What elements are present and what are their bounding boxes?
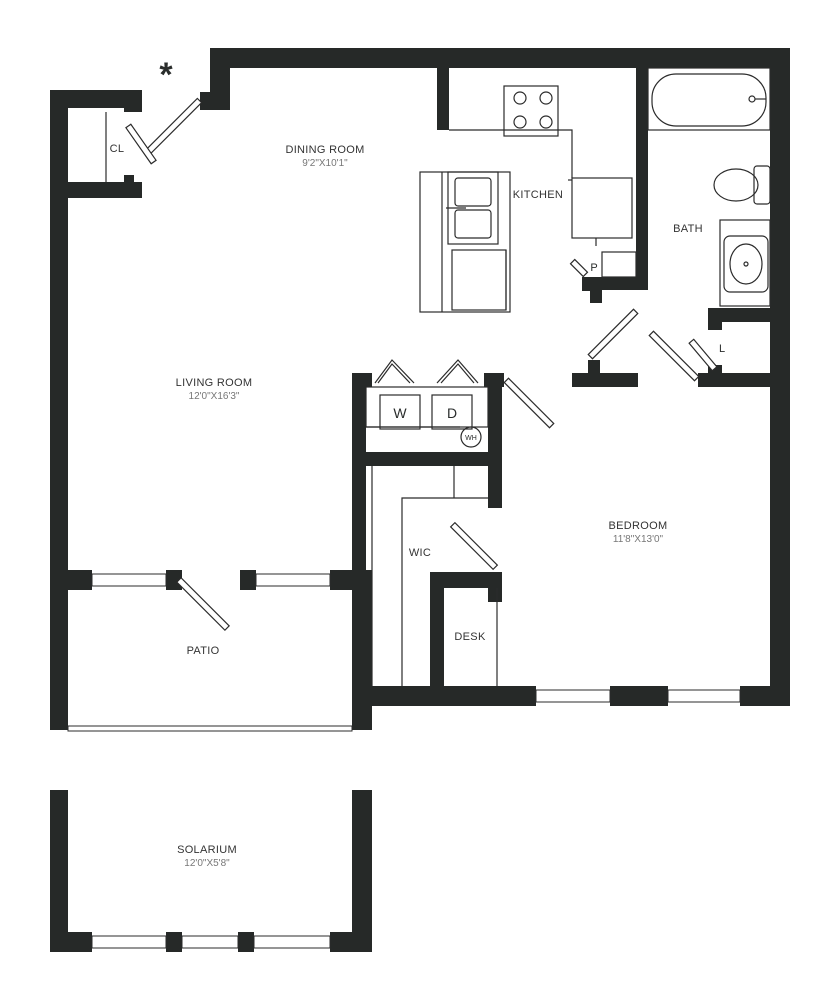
door-swing-icon [125, 123, 157, 165]
window-icon [535, 689, 611, 703]
door-swing-icon [648, 330, 700, 382]
solarium-label: SOLARIUM [177, 844, 237, 856]
dining-room-dims: 9'2"X10'1" [302, 158, 348, 169]
bath-label: BATH [673, 223, 703, 235]
door-swing-icon [503, 377, 555, 429]
bedroom-dims: 11'8"X13'0" [613, 534, 664, 545]
windows [67, 112, 741, 949]
bath-fixtures [647, 67, 771, 307]
dishwasher-icon [451, 249, 507, 311]
dryer-label: D [447, 405, 457, 421]
window-icon [255, 573, 331, 587]
doors [125, 97, 718, 632]
walls [50, 48, 790, 952]
window-icon [667, 689, 741, 703]
fixture-labels: W D WH P L [393, 262, 725, 442]
lavatory-icon [723, 235, 769, 293]
laundry-fixtures [365, 386, 498, 686]
solarium-dims: 12'0"X5'8" [184, 858, 230, 869]
window-icon [181, 935, 239, 949]
water-heater-icon [460, 426, 482, 448]
kitchen-fixtures [419, 85, 637, 313]
door-swing-icon [449, 521, 499, 571]
window-icon [91, 935, 167, 949]
window-icon [253, 935, 331, 949]
window-icon [91, 573, 167, 587]
dining-room-label: DINING ROOM [285, 144, 364, 156]
desk-label: DESK [454, 631, 486, 643]
door-swing-icon [587, 308, 639, 360]
toilet-icon [713, 165, 771, 205]
washer-label: W [393, 405, 407, 421]
water-heater-label: WH [465, 435, 477, 442]
living-room-label: LIVING ROOM [176, 377, 253, 389]
bedroom-label: BEDROOM [609, 520, 668, 532]
bathtub-icon [647, 67, 771, 131]
room-labels: CL DINING ROOM 9'2"X10'1" KITCHEN BATH L… [110, 143, 703, 869]
kitchen-label: KITCHEN [513, 189, 563, 201]
linen-label: L [719, 343, 725, 355]
window-icon [67, 725, 353, 732]
pantry-label: P [590, 262, 597, 274]
door-swing-icon [145, 97, 203, 155]
wic-label: WIC [409, 547, 431, 559]
stove-icon [503, 85, 559, 137]
living-room-dims: 12'0"X16'3" [189, 391, 240, 402]
door-swing-icon [688, 338, 718, 372]
closet-label: CL [110, 143, 125, 155]
door-swing-icon [569, 258, 589, 278]
entry-asterisk-icon: * [159, 56, 173, 94]
refrigerator-icon [571, 177, 633, 239]
door-swing-icon [175, 576, 231, 632]
patio-label: PATIO [187, 645, 220, 657]
